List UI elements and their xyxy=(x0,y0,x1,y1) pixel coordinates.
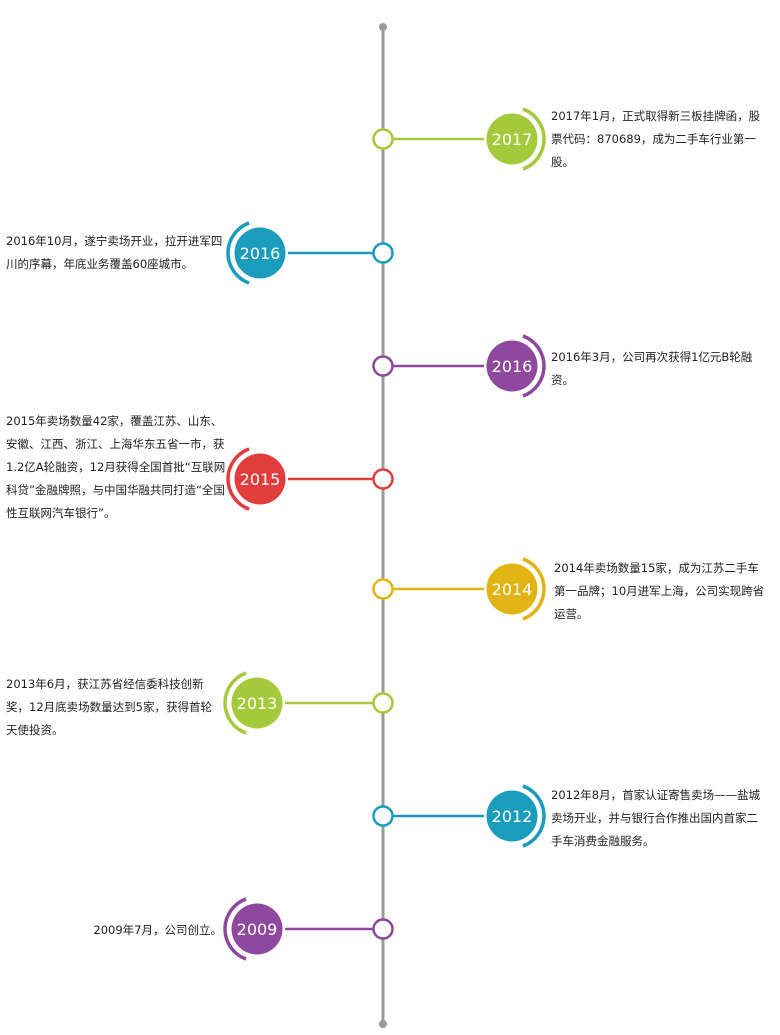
axis-node xyxy=(372,578,394,600)
year-badge xyxy=(231,903,283,955)
timeline-event-6: 2012 xyxy=(372,784,546,848)
timeline-event-1: 2016 xyxy=(226,221,394,285)
year-badge xyxy=(234,227,286,279)
event-2014-text: 2014年卖场数量15家，成为江苏二手车第一品牌；10月进军上海，公司实现跨省运… xyxy=(554,561,765,621)
timeline-event-7: 2009 xyxy=(223,897,394,961)
year-badge-arc xyxy=(223,897,247,961)
year-label: 2015 xyxy=(240,470,281,489)
timeline-event-5: 2013 xyxy=(223,671,394,735)
year-badge-arc xyxy=(522,557,546,621)
year-label: 2009 xyxy=(237,920,278,939)
axis-top-cap xyxy=(379,23,387,31)
year-badge xyxy=(234,453,286,505)
timeline-event-0: 2017 xyxy=(372,107,546,171)
year-badge-arc xyxy=(226,221,250,285)
event-2016-03-text: 2016年3月，公司再次获得1亿元B轮融资。 xyxy=(551,350,753,387)
axis-node xyxy=(372,242,394,264)
event-2017-text: 2017年1月，正式取得新三板挂牌函，股票代码：870689，成为二手车行业第一… xyxy=(551,109,761,169)
year-badge-arc xyxy=(522,107,546,171)
axis-node xyxy=(372,805,394,827)
year-label: 2012 xyxy=(492,807,533,826)
year-badge xyxy=(486,113,538,165)
axis-node xyxy=(372,918,394,940)
event-2016-10-text: 2016年10月，遂宁卖场开业，拉开进军四川的序幕，年底业务覆盖60座城市。 xyxy=(6,234,223,271)
year-badge-arc xyxy=(223,671,247,735)
events-layer: 2017 2016 2016 2015 2014 2013 2012 2009 xyxy=(223,107,546,961)
axis-node xyxy=(372,692,394,714)
year-badge-arc xyxy=(522,334,546,398)
year-label: 2017 xyxy=(492,130,533,149)
year-badge xyxy=(486,340,538,392)
year-label: 2016 xyxy=(492,357,533,376)
event-2009-text: 2009年7月，公司创立。 xyxy=(93,923,222,937)
timeline-event-3: 2015 xyxy=(226,447,394,511)
year-badge-arc xyxy=(226,447,250,511)
event-2012-text: 2012年8月，首家认证寄售卖场——盐城卖场开业，并与银行合作推出国内首家二手车… xyxy=(551,788,761,848)
axis-bottom-cap xyxy=(379,1020,387,1028)
axis-node xyxy=(372,128,394,150)
year-label: 2014 xyxy=(492,580,533,599)
year-badge xyxy=(486,790,538,842)
event-2015-text: 2015年卖场数量42家，覆盖江苏、山东、安徽、江西、浙江、上海华东五省一市，获… xyxy=(6,414,226,520)
axis-node xyxy=(372,355,394,377)
timeline-event-2: 2016 xyxy=(372,334,546,398)
year-badge-arc xyxy=(522,784,546,848)
year-badge xyxy=(486,563,538,615)
year-label: 2013 xyxy=(237,694,278,713)
timeline-event-4: 2014 xyxy=(372,557,546,621)
axis-node xyxy=(372,468,394,490)
year-label: 2016 xyxy=(240,244,281,263)
year-badge xyxy=(231,677,283,729)
event-2013-text: 2013年6月，获江苏省经信委科技创新奖，12月底卖场数量达到5家，获得首轮天使… xyxy=(6,677,212,737)
